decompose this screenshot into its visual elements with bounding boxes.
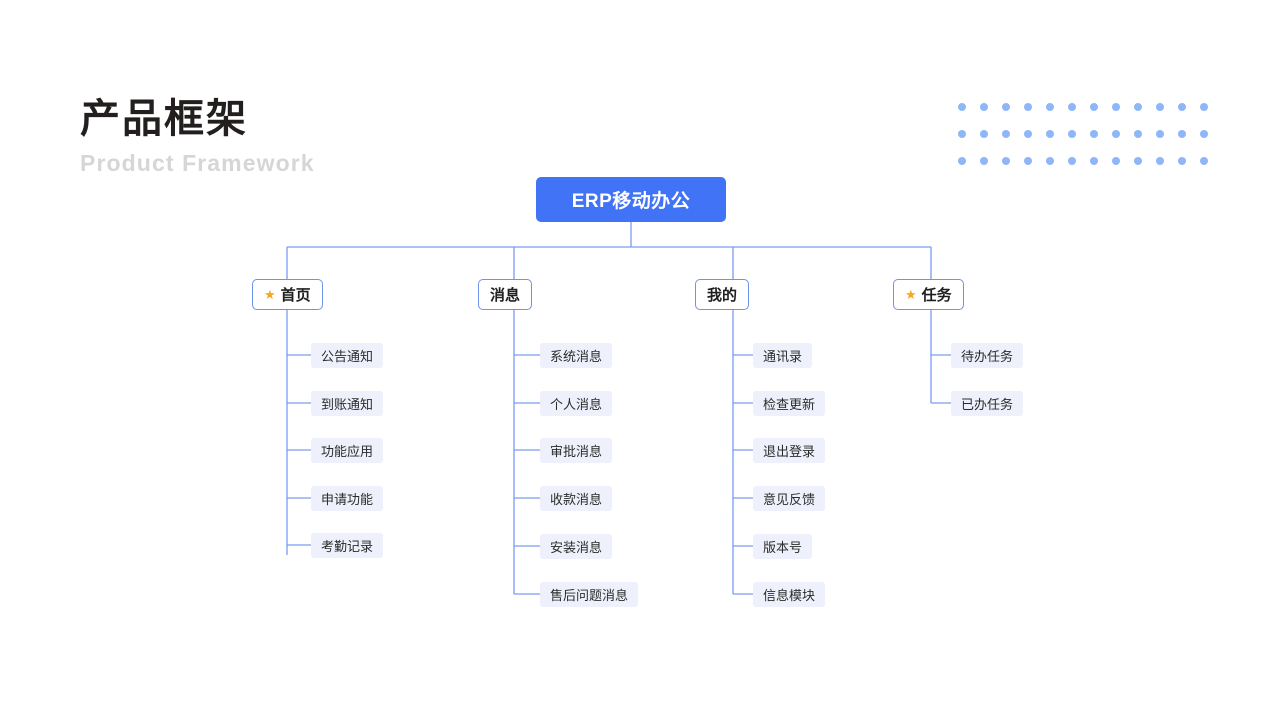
dot-icon bbox=[1200, 157, 1208, 165]
dot-icon bbox=[1134, 157, 1142, 165]
branch-node-home[interactable]: ★ 首页 bbox=[252, 279, 323, 310]
branch-node-label: 我的 bbox=[707, 287, 738, 304]
dot-icon bbox=[1024, 103, 1032, 111]
dot-icon bbox=[1200, 130, 1208, 138]
dot-icon bbox=[1134, 130, 1142, 138]
dot-icon bbox=[1090, 130, 1098, 138]
dot-icon bbox=[1156, 157, 1164, 165]
leaf-node[interactable]: 个人消息 bbox=[540, 391, 613, 416]
page-title: 产品框架 bbox=[80, 97, 248, 141]
branch-node-mine[interactable]: 我的 bbox=[695, 279, 750, 310]
star-icon: ★ bbox=[264, 286, 276, 302]
leaf-node[interactable]: 通讯录 bbox=[753, 343, 813, 368]
leaf-node[interactable]: 收款消息 bbox=[540, 486, 613, 511]
dot-icon bbox=[1112, 130, 1120, 138]
dot-icon bbox=[1068, 157, 1076, 165]
leaf-node[interactable]: 到账通知 bbox=[311, 391, 384, 416]
branch-node-messages[interactable]: 消息 bbox=[478, 279, 533, 310]
dot-icon bbox=[1068, 130, 1076, 138]
dot-icon bbox=[1068, 103, 1076, 111]
dot-icon bbox=[1002, 157, 1010, 165]
leaf-node[interactable]: 申请功能 bbox=[311, 486, 384, 511]
branch-node-label: 任务 bbox=[921, 287, 952, 304]
dot-icon bbox=[1046, 157, 1054, 165]
dot-grid-decoration bbox=[958, 103, 1222, 184]
dot-grid-row bbox=[958, 130, 1222, 157]
dot-icon bbox=[980, 103, 988, 111]
leaf-node[interactable]: 退出登录 bbox=[753, 438, 826, 463]
leaf-node[interactable]: 系统消息 bbox=[540, 343, 613, 368]
header: 产品框架 Product Framework bbox=[80, 96, 500, 177]
dot-icon bbox=[1178, 103, 1186, 111]
dot-grid-row bbox=[958, 157, 1222, 184]
dot-icon bbox=[1024, 157, 1032, 165]
dot-icon bbox=[1134, 103, 1142, 111]
leaf-node[interactable]: 版本号 bbox=[753, 534, 813, 559]
dot-icon bbox=[1200, 103, 1208, 111]
leaf-node[interactable]: 检查更新 bbox=[753, 391, 826, 416]
root-node-erp[interactable]: ERP移动办公 bbox=[536, 177, 726, 222]
dot-icon bbox=[1002, 103, 1010, 111]
leaf-node[interactable]: 考勤记录 bbox=[311, 533, 384, 558]
dot-icon bbox=[1156, 130, 1164, 138]
page-subtitle: Product Framework bbox=[80, 150, 315, 176]
dot-icon bbox=[1024, 130, 1032, 138]
leaf-node[interactable]: 功能应用 bbox=[311, 438, 384, 463]
dot-icon bbox=[958, 157, 966, 165]
dot-icon bbox=[958, 130, 966, 138]
branch-node-label: 首页 bbox=[280, 287, 311, 304]
dot-icon bbox=[1090, 157, 1098, 165]
leaf-node[interactable]: 信息模块 bbox=[753, 582, 826, 607]
leaf-node[interactable]: 公告通知 bbox=[311, 343, 384, 368]
leaf-node[interactable]: 意见反馈 bbox=[753, 486, 826, 511]
leaf-node[interactable]: 售后问题消息 bbox=[540, 582, 639, 607]
dot-icon bbox=[1046, 103, 1054, 111]
dot-icon bbox=[1178, 157, 1186, 165]
branch-node-label: 消息 bbox=[490, 287, 521, 304]
leaf-node[interactable]: 已办任务 bbox=[951, 391, 1024, 416]
leaf-node[interactable]: 安装消息 bbox=[540, 534, 613, 559]
dot-icon bbox=[1112, 157, 1120, 165]
dot-icon bbox=[980, 130, 988, 138]
branch-node-tasks[interactable]: ★ 任务 bbox=[893, 279, 964, 310]
dot-icon bbox=[1002, 130, 1010, 138]
star-icon: ★ bbox=[905, 286, 917, 302]
leaf-node[interactable]: 审批消息 bbox=[540, 438, 613, 463]
dot-icon bbox=[958, 103, 966, 111]
dot-icon bbox=[1046, 130, 1054, 138]
dot-icon bbox=[1112, 103, 1120, 111]
leaf-node[interactable]: 待办任务 bbox=[951, 343, 1024, 368]
dot-icon bbox=[980, 157, 988, 165]
dot-icon bbox=[1090, 103, 1098, 111]
dot-icon bbox=[1156, 103, 1164, 111]
dot-grid-row bbox=[958, 103, 1222, 130]
dot-icon bbox=[1178, 130, 1186, 138]
